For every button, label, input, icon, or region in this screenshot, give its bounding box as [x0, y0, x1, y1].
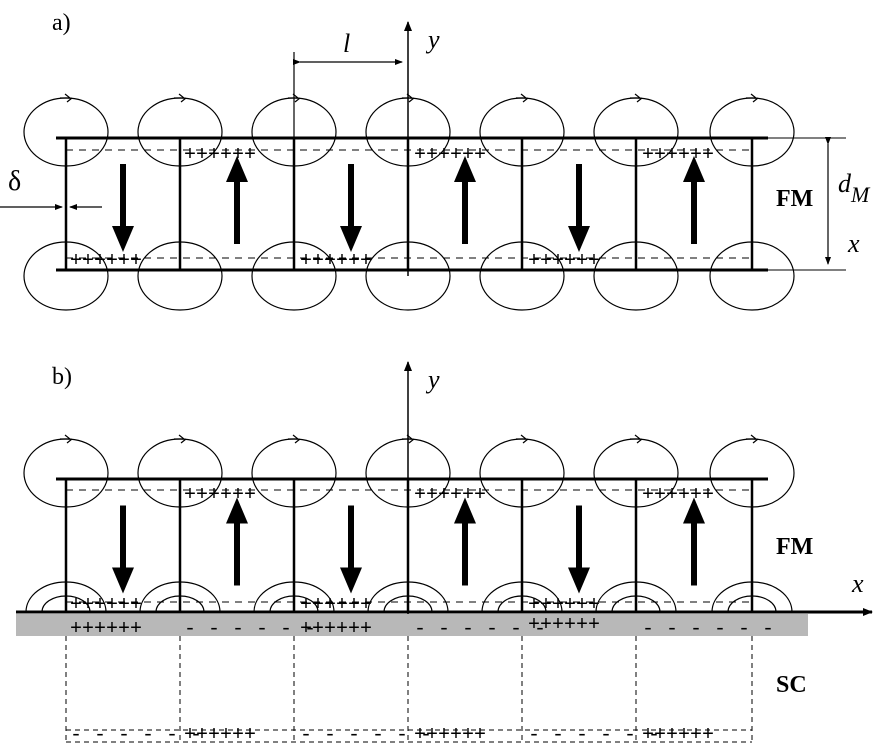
- panel-a: a) y x l ++++++ ++++++ ++++++ ++++++ +++…: [0, 10, 871, 311]
- stray-field-loop: [593, 241, 679, 311]
- stray-field-arc: [383, 595, 433, 613]
- panel-b-charge-top-3: ++++++: [414, 484, 486, 507]
- magnetization-arrowhead: [454, 156, 476, 182]
- stray-field-arc: [367, 581, 449, 613]
- panel-b-sc-bottom-charge-4: - - - - - -: [528, 724, 660, 747]
- panel-b-sc-label: SC: [776, 672, 807, 698]
- field-direction-mark: [288, 93, 301, 103]
- field-direction-mark: [174, 434, 187, 444]
- field-direction-mark: [402, 434, 415, 444]
- magnetization-arrowhead: [112, 226, 134, 252]
- panel-b-charge-bottom-0: ++++++: [70, 594, 142, 617]
- panel-b-sc-bottom-charge-0: - - - - - -: [70, 724, 202, 747]
- stray-field-loop: [251, 241, 337, 311]
- panel-b-charge-top-1: ++++++: [184, 484, 256, 507]
- panel-b-fm-label: FM: [776, 534, 813, 560]
- magnetization-arrowhead: [568, 567, 590, 594]
- stray-field-arc: [595, 581, 677, 613]
- magnetization-arrowhead: [568, 226, 590, 252]
- field-direction-mark: [630, 93, 643, 103]
- magnetization-arrowhead: [340, 226, 362, 252]
- panel-b-sc-bottom-charge-5: ++++++: [642, 724, 714, 747]
- field-direction-mark: [746, 434, 759, 444]
- panel-a-period-label: l: [343, 29, 350, 58]
- stray-field-arc: [139, 581, 221, 613]
- magnetization-arrowhead: [226, 156, 248, 182]
- field-direction-mark: [516, 434, 529, 444]
- panel-b-sc-charge-0: ++++++: [70, 618, 142, 641]
- panel-a-charge-top-5: ++++++: [642, 144, 714, 167]
- panel-b-charge-bottom-4: ++++++: [528, 594, 600, 617]
- panel-b-charge-bottom-2: ++++++: [300, 594, 372, 617]
- stray-field-arc: [497, 595, 547, 613]
- panel-b-sc-charge-5: - - - - - -: [642, 618, 774, 641]
- panel-a-charge-bottom-2: ++++++: [300, 250, 372, 273]
- field-direction-mark: [174, 93, 187, 103]
- stray-field-arc: [727, 595, 777, 613]
- field-direction-mark: [746, 93, 759, 103]
- panel-b-label: b): [52, 364, 72, 390]
- panel-b-sc-bottom-charge-1: ++++++: [184, 724, 256, 747]
- panel-a-x-label: x: [847, 229, 860, 258]
- panel-a-fm-label: FM: [776, 186, 813, 212]
- stray-field-arc: [711, 581, 793, 613]
- magnetization-arrowhead: [112, 567, 134, 594]
- panel-a-label: a): [52, 10, 71, 36]
- field-direction-mark: [516, 93, 529, 103]
- magnetization-arrowhead: [340, 567, 362, 594]
- field-direction-mark: [630, 434, 643, 444]
- stray-field-arc: [481, 581, 563, 613]
- field-direction-mark: [288, 434, 301, 444]
- panel-a-charge-bottom-0: ++++++: [70, 250, 142, 273]
- stray-field-arc: [155, 595, 205, 613]
- stray-field-loop: [365, 241, 451, 311]
- magnetization-arrowhead: [683, 156, 705, 182]
- panel-b-charge-top-5: ++++++: [642, 484, 714, 507]
- panel-a-charge-bottom-4: ++++++: [528, 250, 600, 273]
- panel-b: b) y x ++++++ ++++++ ++++++ ++++++ +++++…: [16, 361, 873, 747]
- field-direction-mark: [402, 93, 415, 103]
- stray-field-arc: [269, 595, 319, 613]
- panel-b-y-label: y: [425, 365, 440, 394]
- stray-field-loop: [709, 241, 795, 311]
- field-direction-mark: [60, 434, 73, 444]
- panel-a-delta-label: δ: [8, 166, 21, 197]
- panel-b-sc-charge-1: - - - - - -: [184, 618, 316, 641]
- panel-a-charge-top-3: ++++++: [414, 144, 486, 167]
- panel-b-sc-charge-3: - - - - - -: [414, 618, 546, 641]
- stray-field-loop: [137, 241, 223, 311]
- field-direction-mark: [60, 93, 73, 103]
- stray-field-arc: [253, 581, 335, 613]
- stray-field-arc: [41, 595, 91, 613]
- panel-b-sc-charge-2: ++++++: [300, 618, 372, 641]
- panel-b-sc-bottom-charge-2: - - - - - -: [300, 724, 432, 747]
- panel-a-charge-top-1: ++++++: [184, 144, 256, 167]
- panel-a-y-label: y: [425, 25, 440, 54]
- magnetization-arrowhead: [226, 497, 248, 524]
- panel-b-x-label: x: [851, 569, 864, 598]
- magnetization-arrowhead: [683, 497, 705, 524]
- stray-field-arc: [611, 595, 661, 613]
- panel-a-thickness-label: dM: [838, 169, 871, 207]
- panel-b-sc-charge-4: ++++++: [528, 614, 600, 637]
- magnetization-arrowhead: [454, 497, 476, 524]
- panel-b-sc-band: [16, 614, 808, 636]
- stray-field-loop: [23, 241, 109, 311]
- stray-field-loop: [479, 241, 565, 311]
- stray-field-arc: [25, 581, 107, 613]
- panel-b-sc-bottom-charge-3: ++++++: [414, 724, 486, 747]
